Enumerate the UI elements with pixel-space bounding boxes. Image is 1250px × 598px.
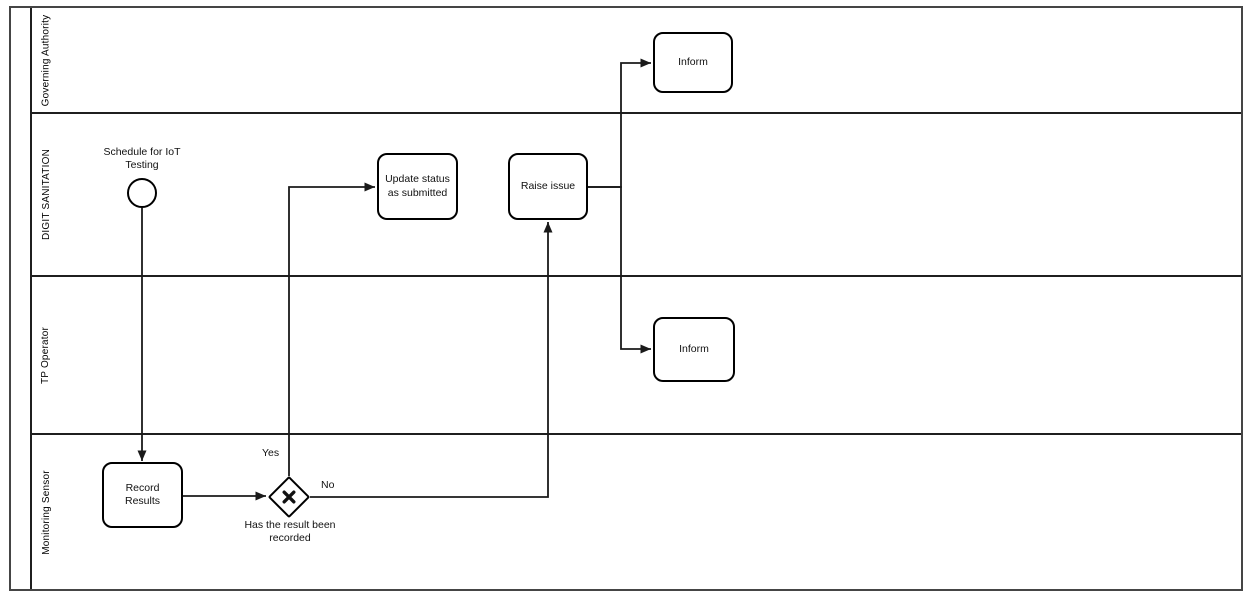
- lane-monitoring-sensor: Monitoring Sensor: [32, 433, 1241, 589]
- start-event-circle: [127, 178, 157, 208]
- gateway-no-label: No: [321, 479, 335, 491]
- pool-title-divider: [30, 8, 32, 589]
- flow-raise-issue-to-inform-governing: [588, 58, 651, 188]
- lane-digit-sanitation: DIGIT SANITATION: [32, 112, 1241, 275]
- gateway-question-label: Has the result been recorded: [244, 519, 336, 545]
- task-label: Record Results: [124, 481, 160, 507]
- task-label: Update status as submitted: [385, 173, 450, 199]
- flow-gateway-yes-to-update-status: [288, 182, 375, 476]
- task-record-results: Record Results: [102, 462, 183, 528]
- task-raise-issue: Raise issue: [508, 153, 588, 220]
- task-label: Inform: [678, 55, 708, 68]
- task-inform-governing-authority: Inform: [653, 32, 733, 93]
- task-update-status: Update status as submitted: [377, 153, 458, 220]
- flow-raise-issue-to-inform-tp: [588, 186, 651, 354]
- task-label: Raise issue: [520, 179, 576, 192]
- task-inform-tp-operator: Inform: [653, 317, 735, 382]
- x-gateway-icon: [282, 490, 296, 504]
- task-label: Inform: [679, 342, 709, 355]
- start-event-label: Schedule for IoT Testing: [103, 146, 181, 172]
- lane-tp-operator: TP Operator: [32, 275, 1241, 433]
- pool: Governing Authority DIGIT SANITATION TP …: [9, 6, 1243, 591]
- gateway-yes-label: Yes: [262, 447, 280, 459]
- flow-gateway-no-to-raise-issue: [310, 222, 553, 498]
